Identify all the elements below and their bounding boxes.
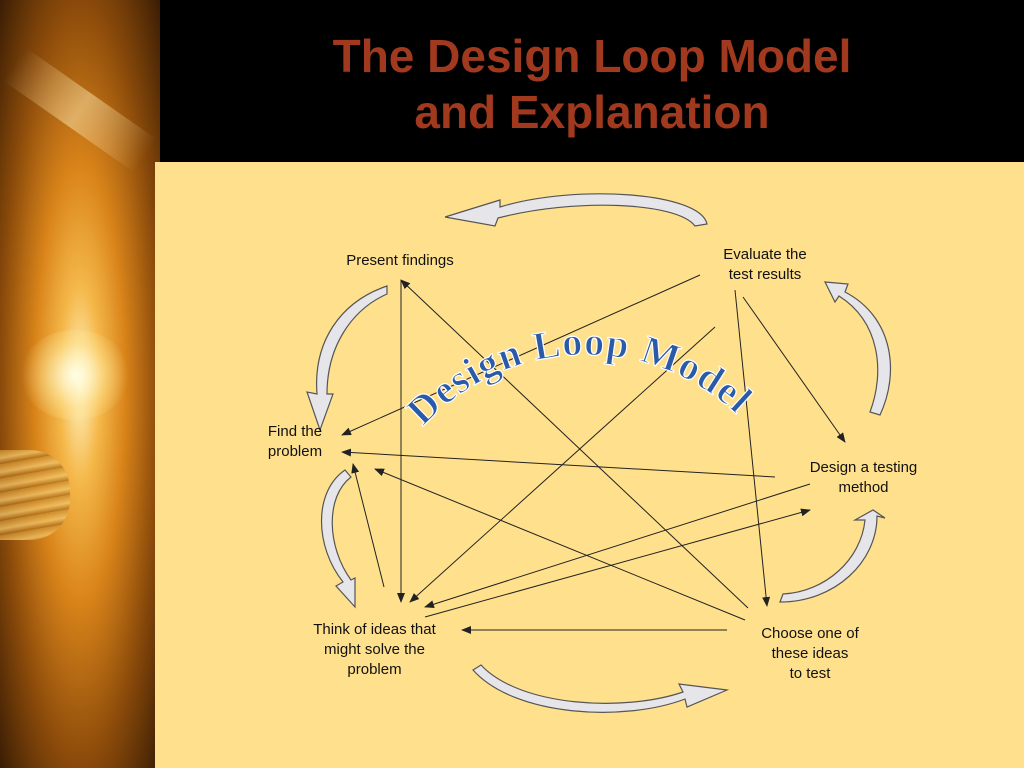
node-think-line-3: problem bbox=[347, 661, 402, 678]
connector-evaluate-to-find bbox=[341, 274, 701, 436]
light-streak bbox=[2, 47, 158, 173]
node-think-line-1: Think of ideas that bbox=[313, 621, 436, 638]
node-find-problem: Find the problem bbox=[250, 422, 340, 462]
connector-think-to-design bbox=[424, 508, 811, 618]
node-design-method: Design a testing method bbox=[785, 458, 942, 498]
node-present-findings: Present findings bbox=[320, 251, 480, 271]
content-panel: Design Loop Model Present findings Evalu… bbox=[155, 162, 1024, 768]
node-find-line-1: Find the bbox=[267, 423, 323, 440]
node-choose-line-3: to test bbox=[789, 665, 831, 682]
loop-arrow-bottom bbox=[472, 664, 730, 713]
loop-arrow-top-right bbox=[823, 281, 891, 416]
title-bar bbox=[160, 0, 1024, 160]
node-design-line-1: Design a testing bbox=[809, 459, 918, 476]
title-line-1: The Design Loop Model bbox=[332, 30, 852, 82]
connector-think-to-find bbox=[351, 463, 385, 588]
loop-arrow-bottom-left bbox=[320, 469, 356, 609]
node-design-line-2: method bbox=[838, 479, 889, 496]
node-evaluate-line-1: Evaluate the bbox=[723, 246, 807, 263]
design-loop-arc-text: Design Loop Model bbox=[398, 319, 762, 434]
bulb-base bbox=[0, 450, 70, 540]
slide-title: The Design Loop Model and Explanation bbox=[160, 28, 1024, 140]
node-choose-idea: Choose one of these ideas to test bbox=[740, 624, 880, 684]
node-choose-line-1: Choose one of bbox=[761, 625, 859, 642]
node-evaluate-results: Evaluate the test results bbox=[695, 245, 835, 285]
loop-arrow-top-left bbox=[306, 285, 388, 432]
node-choose-line-2: these ideas bbox=[771, 645, 849, 662]
title-line-2: and Explanation bbox=[414, 86, 770, 138]
loop-arrows bbox=[306, 193, 891, 713]
loop-arrow-top bbox=[444, 193, 708, 227]
loop-arrow-bottom-right bbox=[779, 509, 886, 603]
node-find-line-2: problem bbox=[267, 443, 323, 460]
connector-choose-to-find bbox=[374, 468, 746, 621]
connector-lines bbox=[341, 274, 846, 634]
lightbulb-photo bbox=[0, 0, 160, 768]
node-present-findings-text: Present findings bbox=[346, 252, 454, 269]
node-evaluate-line-2: test results bbox=[728, 266, 802, 283]
connector-evaluate-to-design bbox=[742, 296, 846, 443]
connector-design-to-think bbox=[424, 483, 811, 609]
node-think-line-2: might solve the bbox=[324, 641, 425, 658]
design-loop-diagram: Design Loop Model bbox=[306, 193, 891, 713]
connector-choose-to-present bbox=[400, 279, 749, 609]
connector-evaluate-to-choose bbox=[734, 289, 771, 607]
node-think-ideas: Think of ideas that might solve the prob… bbox=[287, 620, 462, 680]
bulb-glow bbox=[20, 330, 130, 420]
connector-design-to-find bbox=[341, 448, 776, 478]
